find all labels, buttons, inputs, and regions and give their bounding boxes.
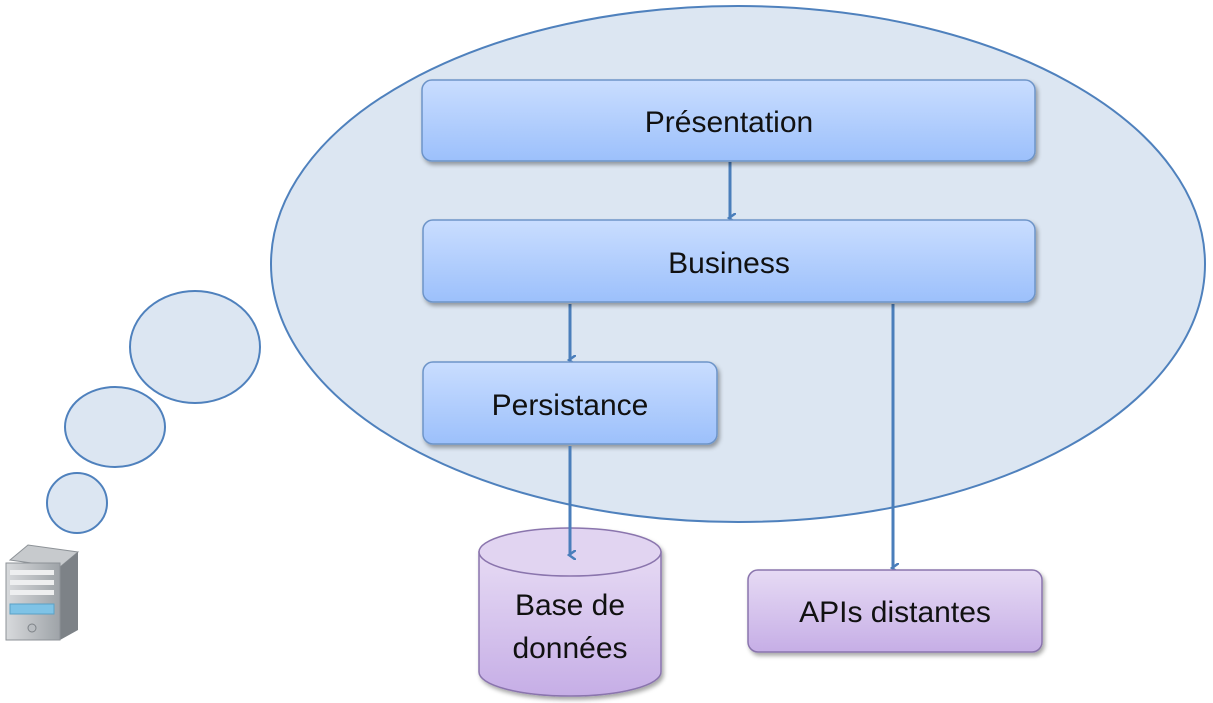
layer-presentation-label: Présentation <box>645 106 813 139</box>
database-label-line1: Base de <box>515 589 625 622</box>
database-label-line2: données <box>512 632 627 665</box>
thought-bubble-small <box>46 472 108 534</box>
layer-business: Business <box>422 219 1036 303</box>
layer-presentation: Présentation <box>421 79 1036 162</box>
thought-bubble-large <box>129 290 261 404</box>
server-icon <box>5 544 80 641</box>
thought-bubble-medium <box>64 386 166 468</box>
layer-persistance: Persistance <box>422 361 718 445</box>
layer-persistance-label: Persistance <box>492 389 649 422</box>
remote-apis-box: APIs distantes <box>747 569 1043 653</box>
layer-business-label: Business <box>668 247 790 280</box>
remote-apis-label: APIs distantes <box>799 596 991 629</box>
